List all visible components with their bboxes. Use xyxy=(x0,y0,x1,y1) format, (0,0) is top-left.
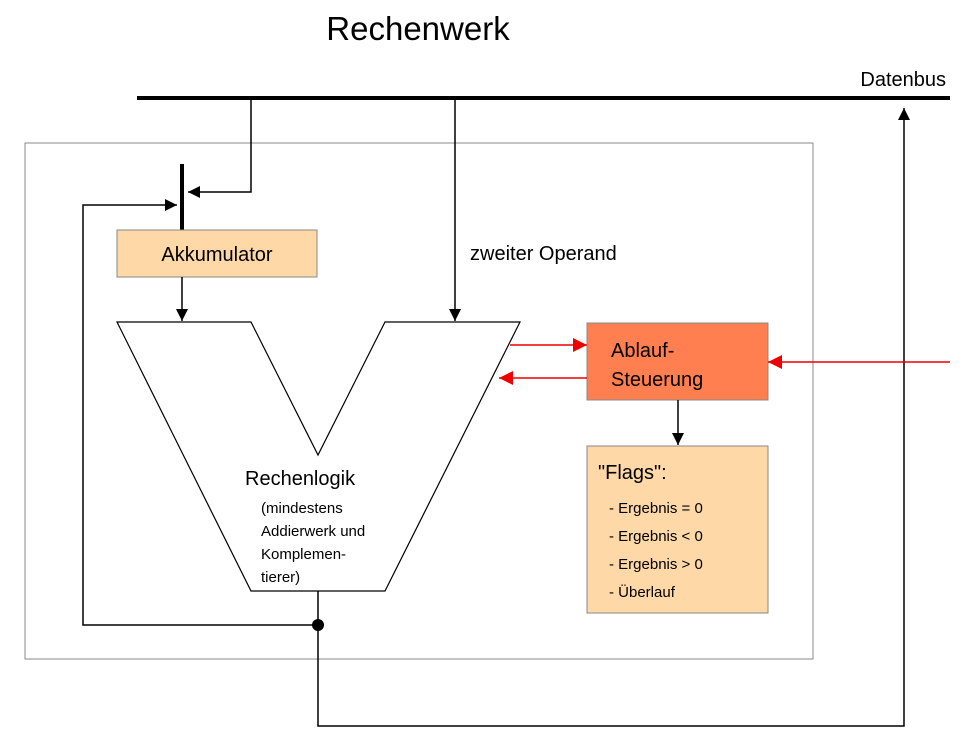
flags-box xyxy=(586,445,769,614)
rechenlogik-note-line: Addierwerk und xyxy=(261,523,365,540)
ablaufsteuerung-label: Steuerung xyxy=(611,369,703,391)
rechenlogik-title: Rechenlogik xyxy=(245,468,356,490)
feedback-arrow xyxy=(82,199,319,626)
rechenwerk-frame xyxy=(24,142,814,660)
flags-item: - Ergebnis > 0 xyxy=(609,556,703,573)
akkumulator-label: Akkumulator xyxy=(161,244,272,266)
datenbus-label: Datenbus xyxy=(860,69,946,91)
rechenlogik-note-line: (mindestens xyxy=(261,500,343,517)
diagram-title: Rechenwerk xyxy=(326,10,510,47)
flags-item: - Ergebnis = 0 xyxy=(609,500,703,517)
bus-to-akkumulator-arrow xyxy=(188,98,252,198)
rechenlogik-note-line: tierer) xyxy=(261,569,300,586)
rechenlogik-shape xyxy=(116,321,521,592)
result-to-datenbus-arrow xyxy=(317,108,910,727)
akkumulator-box xyxy=(116,229,318,278)
flags-item: - Ergebnis < 0 xyxy=(609,528,703,545)
zweiter-operand-label: zweiter Operand xyxy=(470,243,617,265)
rechenlogik-note-line: Komplemen- xyxy=(261,546,346,563)
flags-title: "Flags": xyxy=(598,462,667,484)
ablaufsteuerung-box xyxy=(586,322,769,401)
flags-item: - Überlauf xyxy=(609,583,676,601)
ablaufsteuerung-label: Ablauf- xyxy=(611,340,674,362)
